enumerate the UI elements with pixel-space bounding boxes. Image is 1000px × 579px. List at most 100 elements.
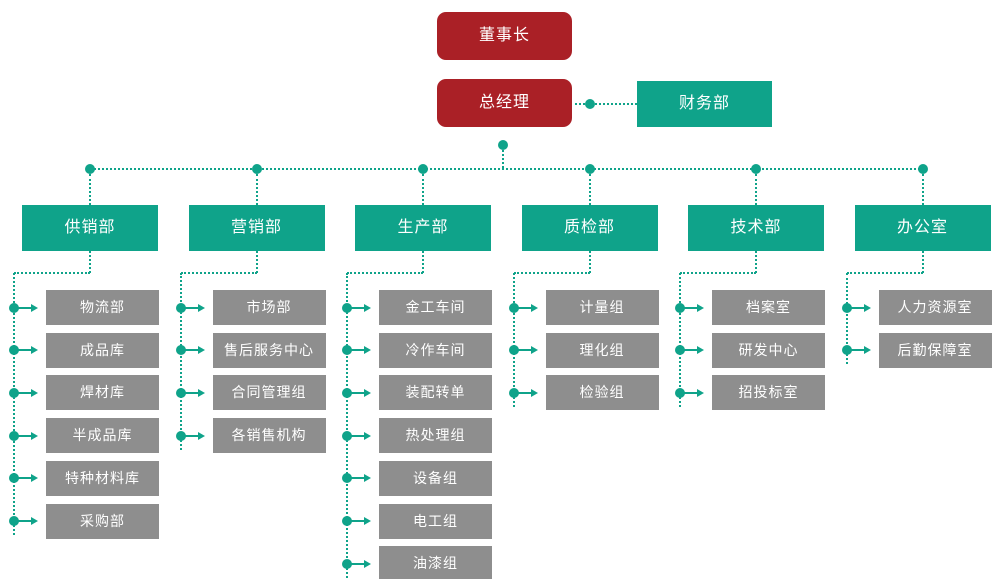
connector-junction-dot [508,345,519,356]
arrow-line [351,562,365,565]
arrow-head-icon [364,431,371,440]
arrow-head-icon [364,346,371,355]
arrow-line [351,349,365,352]
connector-junction-dot [9,516,19,526]
child-box-1-0: 市场部 [212,290,326,325]
child-box-1-1: 售后服务中心 [212,332,326,368]
connector-junction-dot [675,387,685,398]
connector-junction-dot [342,345,352,356]
arrow-line [18,477,32,480]
connector-junction-dot [508,387,519,398]
connector-junction-dot [85,164,95,174]
arrow-line [850,306,865,309]
child-box-2-5: 电工组 [379,503,492,539]
dept-box-4: 技术部 [688,205,824,251]
connector-line [255,174,258,205]
child-box-4-1: 研发中心 [712,332,825,368]
connector-line [588,251,591,273]
connector-line [89,174,91,205]
child-box-2-6: 油漆组 [379,546,492,579]
connector-junction-dot [342,302,352,313]
connector-junction-dot [675,345,685,356]
arrow-line [684,391,698,394]
arrow-line [351,477,365,480]
arrow-line [684,349,698,352]
connector-junction-dot [498,140,508,150]
connector-line [502,150,504,168]
arrow-line [850,349,865,352]
connector-junction-dot [251,164,262,174]
connector-rail [679,273,681,407]
arrow-head-icon [31,303,38,312]
child-box-5-1: 后勤保障室 [878,332,992,368]
dept-box-2: 生产部 [355,205,491,251]
connector-junction-dot [751,164,761,174]
child-box-0-3: 半成品库 [46,418,159,454]
arrow-line [184,434,199,437]
connector-line [846,272,923,274]
connector-line [588,174,591,205]
arrow-line [18,349,32,352]
arrow-head-icon [197,388,205,397]
arrow-head-icon [530,388,538,397]
connector-line [921,174,924,205]
connector-junction-dot [175,302,186,313]
node-finance: 财务部 [637,81,772,127]
arrow-line [517,349,532,352]
child-box-2-2: 装配转单 [379,375,492,411]
dept-box-1: 营销部 [188,205,325,251]
connector-junction-dot [917,164,928,174]
child-box-4-2: 招投标室 [712,375,825,411]
connector-line [422,251,424,273]
arrow-line [351,434,365,437]
arrow-line [184,306,199,309]
arrow-line [684,306,698,309]
arrow-head-icon [364,474,371,483]
arrow-line [517,391,532,394]
child-box-3-2: 检验组 [545,375,659,411]
arrow-line [351,306,365,309]
arrow-head-icon [697,388,704,397]
arrow-head-icon [364,303,371,312]
connector-junction-dot [841,302,852,313]
arrow-head-icon [197,303,205,312]
connector-junction-dot [585,99,595,109]
connector-junction-dot [175,345,186,356]
connector-junction-dot [9,387,19,398]
dept-box-5: 办公室 [854,205,991,251]
connector-gm-finance [575,103,637,105]
connector-line [921,251,924,273]
connector-junction-dot [675,302,685,313]
arrow-head-icon [530,303,538,312]
connector-junction-dot [175,387,186,398]
arrow-head-icon [197,431,205,440]
connector-line [513,272,590,274]
child-box-2-3: 热处理组 [379,418,492,454]
arrow-line [18,520,32,522]
arrow-line [351,520,365,522]
connector-junction-dot [175,430,186,441]
arrow-head-icon [364,388,371,397]
dept-box-0: 供销部 [22,205,158,251]
arrow-head-icon [31,388,38,397]
arrow-head-icon [697,303,704,312]
connector-junction-dot [9,345,19,356]
child-box-2-0: 金工车间 [379,290,492,325]
child-box-2-1: 冷作车间 [379,332,492,368]
connector-junction-dot [342,430,352,441]
arrow-line [18,306,32,309]
child-box-0-4: 特种材料库 [46,460,159,496]
connector-junction-dot [841,345,852,356]
arrow-head-icon [364,559,371,568]
connector-rail [512,273,515,407]
arrow-head-icon [31,474,38,483]
connector-rail [845,273,848,365]
connector-line [347,272,423,274]
child-box-0-0: 物流部 [46,290,159,325]
child-box-0-5: 采购部 [46,503,159,539]
connector-junction-dot [508,302,519,313]
child-box-4-0: 档案室 [712,290,825,325]
child-box-1-3: 各销售机构 [212,418,326,454]
arrow-head-icon [697,346,704,355]
arrow-line [184,349,199,352]
